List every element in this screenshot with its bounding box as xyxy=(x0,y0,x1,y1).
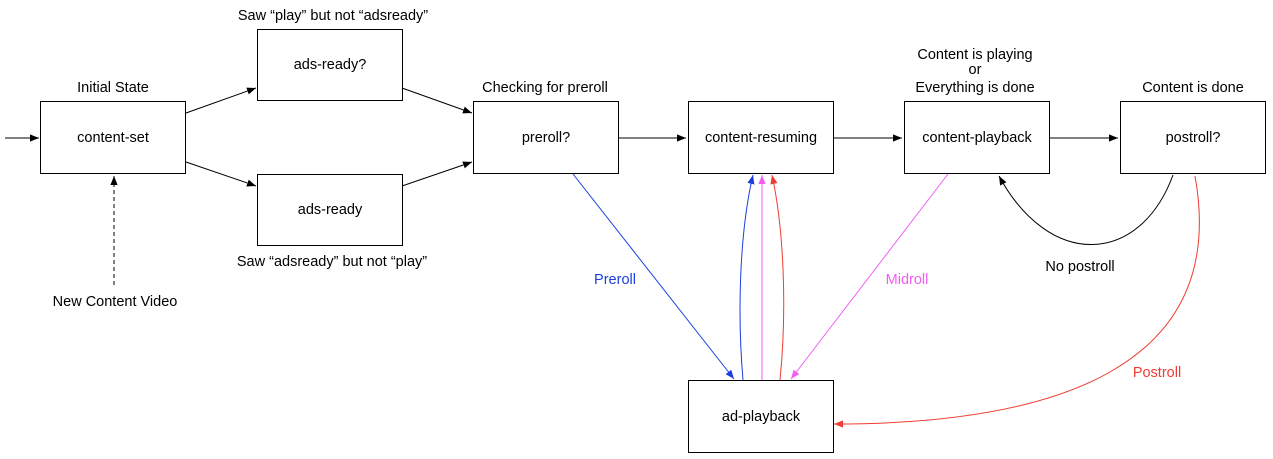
annotation-everything-done: Everything is done xyxy=(915,80,1034,96)
edge-no-postroll xyxy=(998,174,1174,245)
annotation-or: or xyxy=(969,62,982,78)
state-label: ads-ready xyxy=(298,202,363,218)
edge-label-no-postroll: No postroll xyxy=(1045,259,1114,275)
state-label: postroll? xyxy=(1166,130,1221,146)
state-content-playback: content-playback xyxy=(904,101,1050,174)
state-ads-ready: ads-ready xyxy=(257,174,403,246)
state-content-set: content-set xyxy=(40,101,186,174)
edge-adsready-to-preroll xyxy=(401,161,473,187)
annotation-saw-play: Saw “play” but not “adsready” xyxy=(238,8,428,24)
edge-contentset-to-adsreadyq xyxy=(185,87,257,114)
annotation-content-playing: Content is playing xyxy=(917,47,1032,63)
edge-preroll-to-adplayback xyxy=(572,173,735,380)
edge-contentset-to-adsready xyxy=(185,161,257,187)
annotation-saw-adsready: Saw “adsready” but not “play” xyxy=(237,254,427,270)
state-ads-ready-question: ads-ready? xyxy=(257,29,403,101)
state-postroll-question: postroll? xyxy=(1120,101,1266,174)
edge-postroll-to-adplayback xyxy=(833,175,1200,428)
state-label: preroll? xyxy=(522,130,570,146)
edge-adplayback-to-resuming-red xyxy=(770,174,785,381)
state-preroll-question: preroll? xyxy=(473,101,619,174)
annotation-initial-state: Initial State xyxy=(77,80,149,96)
edge-playback-to-adplayback xyxy=(790,173,949,380)
edge-adplayback-to-resuming-blue xyxy=(739,174,755,381)
state-label: content-playback xyxy=(922,130,1032,146)
edge-label-postroll: Postroll xyxy=(1133,365,1181,381)
annotation-content-done: Content is done xyxy=(1142,80,1244,96)
annotation-new-content-video: New Content Video xyxy=(53,294,178,310)
edge-label-midroll: Midroll xyxy=(886,272,929,288)
edge-label-preroll: Preroll xyxy=(594,272,636,288)
annotation-checking-preroll: Checking for preroll xyxy=(482,80,608,96)
state-content-resuming: content-resuming xyxy=(688,101,834,174)
state-ad-playback: ad-playback xyxy=(688,380,834,453)
edge-adsreadyq-to-preroll xyxy=(401,87,473,114)
state-label: ads-ready? xyxy=(294,57,367,73)
state-label: ad-playback xyxy=(722,409,801,425)
state-label: content-set xyxy=(77,130,149,146)
state-label: content-resuming xyxy=(705,130,817,146)
